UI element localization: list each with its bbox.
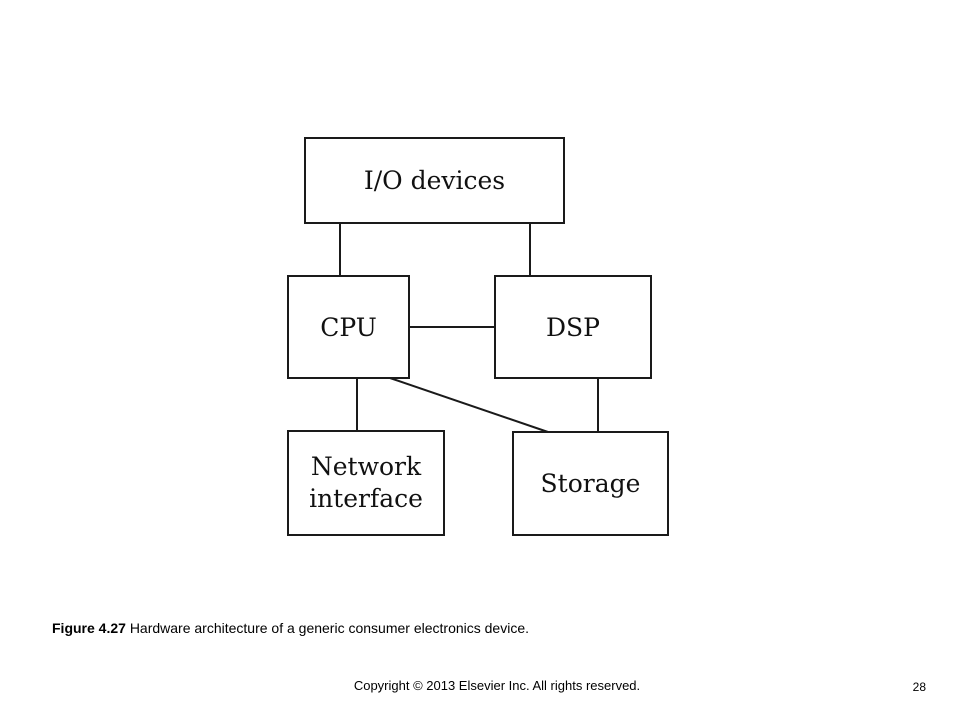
copyright-notice: Copyright © 2013 Elsevier Inc. All right… xyxy=(353,678,641,693)
figure-number: Figure 4.27 xyxy=(52,620,126,636)
connection-cpu-storage xyxy=(389,377,549,433)
node-cpu: CPU xyxy=(287,275,410,379)
network-interface-label-line-1: Network xyxy=(311,452,422,481)
node-network-interface: Network interface xyxy=(287,430,445,536)
network-interface-box xyxy=(287,430,445,536)
hardware-architecture-diagram: I/O devices CPU DSP Network interface St… xyxy=(287,137,669,536)
dsp-label: DSP xyxy=(546,313,600,342)
dsp-box xyxy=(494,275,652,379)
node-storage: Storage xyxy=(512,431,669,536)
figure-caption-text: Hardware architecture of a generic consu… xyxy=(129,620,529,636)
node-dsp: DSP xyxy=(494,275,652,379)
node-io-devices: I/O devices xyxy=(304,137,565,224)
diagram-connections xyxy=(339,223,599,433)
io-devices-box xyxy=(304,137,565,224)
cpu-label: CPU xyxy=(320,313,377,342)
storage-label: Storage xyxy=(541,469,641,498)
network-interface-label-line-2: interface xyxy=(309,484,423,513)
storage-box xyxy=(512,431,669,536)
figure-caption: Figure 4.27 Hardware architecture of a g… xyxy=(52,619,932,637)
page-number: 28 xyxy=(912,680,926,694)
cpu-box xyxy=(287,275,410,379)
io-devices-label: I/O devices xyxy=(364,166,505,195)
